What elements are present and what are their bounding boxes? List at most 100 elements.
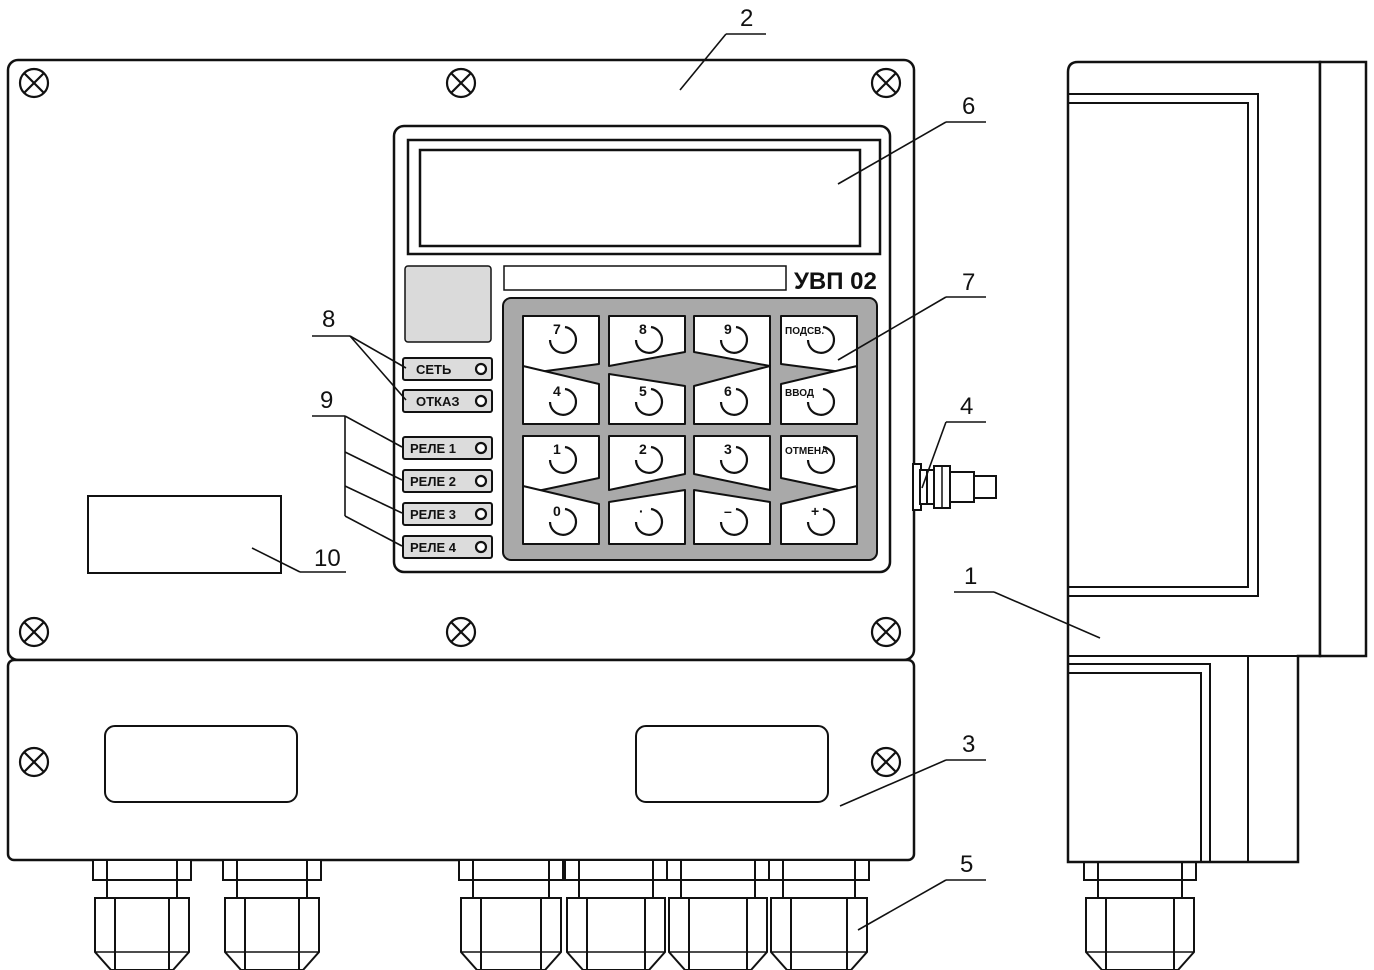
callout-5: 5 (960, 851, 973, 878)
keypad-key-label: 5 (639, 383, 647, 399)
keypad-key[interactable]: + (780, 485, 858, 545)
led-indicator: РЕЛЕ 2 (402, 469, 493, 493)
side-view (1066, 60, 1368, 864)
keypad-key-label: 7 (553, 321, 561, 337)
press-arc-icon (806, 325, 836, 354)
led-lamp-icon (474, 441, 488, 455)
keypad-key-label: 2 (639, 441, 647, 457)
press-arc-icon (548, 445, 578, 474)
press-arc-icon (806, 387, 836, 416)
led-lamp-icon (474, 507, 488, 521)
model-strip (503, 265, 787, 291)
cable-gland (92, 859, 192, 970)
led-lamp-icon (474, 362, 488, 376)
callout-2: 2 (740, 5, 753, 32)
led-label: РЕЛЕ 1 (410, 441, 456, 456)
led-indicators: СЕТЬ ОТКАЗ РЕЛЕ 1 РЕЛЕ 2 РЕЛЕ 3 РЕЛЕ 4 (402, 357, 493, 559)
display-screen (418, 148, 862, 248)
press-arc-icon (806, 507, 836, 536)
screw-icon (18, 616, 50, 648)
press-arc-icon (719, 445, 749, 474)
callout-7: 7 (962, 269, 975, 296)
cable-gland (564, 859, 668, 970)
screw-icon (18, 746, 50, 778)
keypad-key-label: 4 (553, 383, 561, 399)
keypad-key[interactable]: 0 (522, 485, 600, 545)
cable-gland (666, 859, 770, 970)
keypad-key-label: · (639, 503, 644, 519)
keypad-key[interactable]: 7 (522, 315, 600, 375)
led-label: РЕЛЕ 3 (410, 507, 456, 522)
press-arc-icon (548, 325, 578, 354)
keypad-key-label: 0 (553, 503, 561, 519)
indicator-window (404, 265, 492, 343)
callout-1: 1 (964, 563, 977, 590)
keypad-key[interactable]: 6 (693, 365, 771, 425)
cable-gland (768, 859, 870, 970)
keypad-key-label: – (724, 503, 732, 519)
keypad-key[interactable]: 5 (608, 373, 686, 425)
keypad-key[interactable]: ПОДСВ. (780, 315, 858, 375)
terminal-window-left (104, 725, 298, 803)
led-indicator: СЕТЬ (402, 357, 493, 381)
model-label: УВП 02 (794, 268, 877, 295)
screw-icon (18, 67, 50, 99)
press-arc-icon (634, 325, 664, 354)
terminal-window-right (635, 725, 829, 803)
keypad-key[interactable]: 2 (608, 435, 686, 491)
led-lamp-icon (474, 394, 488, 408)
screw-icon (870, 746, 902, 778)
keypad-key-label: 8 (639, 321, 647, 337)
led-label: ОТКАЗ (416, 394, 460, 409)
callout-9: 9 (320, 387, 333, 414)
keypad-key-label: ОТМЕНА (785, 446, 828, 457)
press-arc-icon (634, 507, 664, 536)
connector (912, 463, 997, 511)
keypad-key-label: 3 (724, 441, 732, 457)
led-label: РЕЛЕ 2 (410, 474, 456, 489)
keypad-key[interactable]: 1 (522, 435, 600, 495)
keypad-key[interactable]: – (693, 489, 771, 545)
cable-glands (92, 859, 1197, 970)
callout-4: 4 (960, 393, 973, 420)
led-indicator: ОТКАЗ (402, 389, 493, 413)
callout-6: 6 (962, 93, 975, 120)
cable-gland (222, 859, 322, 970)
cable-gland (1083, 859, 1197, 970)
led-indicator: РЕЛЕ 1 (402, 436, 493, 460)
keypad-key-label: 6 (724, 383, 732, 399)
led-label: СЕТЬ (416, 362, 451, 377)
press-arc-icon (548, 387, 578, 416)
keypad-key[interactable]: 4 (522, 365, 600, 425)
keypad-key[interactable]: 8 (608, 315, 686, 367)
callout-3: 3 (962, 731, 975, 758)
press-arc-icon (719, 507, 749, 536)
press-arc-icon (806, 445, 836, 474)
led-label: РЕЛЕ 4 (410, 540, 457, 555)
keypad-key[interactable]: · (608, 489, 686, 545)
keypad-key-label: 1 (553, 441, 561, 457)
screws (18, 67, 902, 778)
led-indicator: РЕЛЕ 3 (402, 502, 493, 526)
led-lamp-icon (474, 540, 488, 554)
screw-icon (870, 67, 902, 99)
label-plate (87, 495, 282, 574)
press-arc-icon (719, 325, 749, 354)
screw-icon (870, 616, 902, 648)
screw-icon (445, 67, 477, 99)
keypad-key-label: + (811, 503, 819, 519)
keypad-key[interactable]: 3 (693, 435, 771, 491)
led-indicator: РЕЛЕ 4 (402, 535, 493, 559)
cable-gland (458, 859, 564, 970)
callout-10: 10 (314, 545, 341, 572)
keypad-key[interactable]: ВВОД (780, 365, 858, 425)
press-arc-icon (634, 445, 664, 474)
keypad-key-label: ВВОД (785, 388, 814, 399)
keypad-key-label: ПОДСВ. (785, 326, 824, 337)
callout-8: 8 (322, 306, 335, 333)
press-arc-icon (548, 507, 578, 536)
press-arc-icon (719, 387, 749, 416)
press-arc-icon (634, 387, 664, 416)
led-lamp-icon (474, 474, 488, 488)
